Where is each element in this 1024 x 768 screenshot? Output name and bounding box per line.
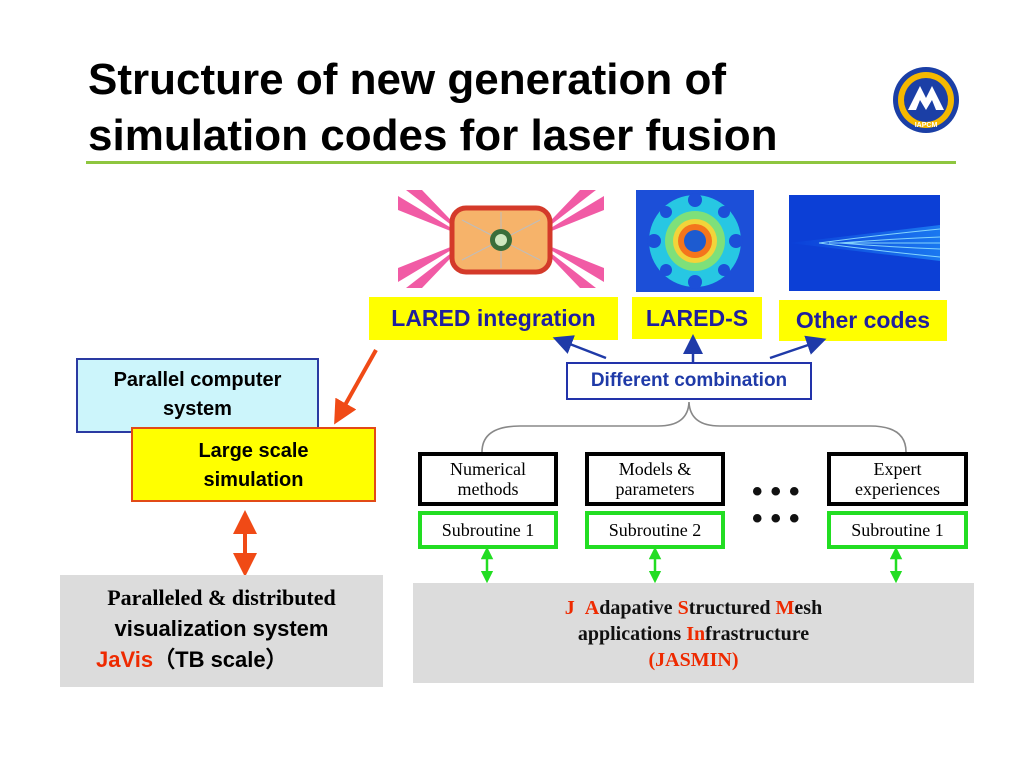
other-codes-simulation-image xyxy=(789,195,940,291)
tb-scale-label: TB scale xyxy=(175,647,266,672)
red-arrow-to-large-scale xyxy=(334,349,378,425)
jasmin-line-2: applications Infrastructure xyxy=(413,621,974,647)
models-parameters-box: Models &parameters xyxy=(585,452,725,506)
module-1-line-1: Numerical xyxy=(450,459,526,479)
jasmin-a-rest: dapative xyxy=(599,597,678,619)
javis-label: JaVis xyxy=(96,647,154,672)
other-codes-label: Other codes xyxy=(779,300,947,341)
jasmin-m-rest: esh xyxy=(794,597,823,619)
parallel-computer-line-1: Parallel computer xyxy=(113,369,282,391)
logo-text: IAPCM xyxy=(915,122,938,129)
visualization-box: Paralleled & distributed visualization s… xyxy=(60,575,383,687)
module-3-line-2: experiences xyxy=(855,479,940,499)
parallel-computer-line-2: system xyxy=(163,398,232,420)
jasmin-applications: applications xyxy=(577,623,687,645)
paren-close: ） xyxy=(265,647,288,672)
module-3-line-1: Expert xyxy=(873,459,922,479)
ellipsis-bottom: ••• xyxy=(752,502,808,535)
subroutine-2-box: Subroutine 2 xyxy=(585,511,725,549)
jasmin-frastructure: frastructure xyxy=(705,623,810,645)
jasmin-box: J Adapative Structured Mesh applications… xyxy=(413,583,974,683)
combination-bracket xyxy=(481,401,907,453)
module-2-line-2: parameters xyxy=(615,479,695,499)
arrow-to-lared-integration xyxy=(552,335,607,360)
jasmin-in: In xyxy=(686,623,706,645)
subroutine-1-box: Subroutine 1 xyxy=(418,511,558,549)
paren-open: （ xyxy=(153,647,176,672)
large-scale-line-2: simulation xyxy=(203,469,304,491)
subroutine-3-box: Subroutine 1 xyxy=(827,511,968,549)
lared-integration-label: LARED integration xyxy=(369,297,618,340)
arrow-to-other-codes xyxy=(769,335,827,360)
title-line-2: simulation codes for laser fusion xyxy=(88,111,778,160)
jasmin-line-1: J Adapative Structured Mesh xyxy=(413,595,974,621)
large-scale-simulation-box: Large scale simulation xyxy=(131,427,376,502)
jasmin-j: J xyxy=(564,597,575,619)
jasmin-acronym: (JASMIN) xyxy=(648,649,739,671)
large-scale-line-1: Large scale xyxy=(198,440,309,462)
title-divider xyxy=(86,161,956,164)
iapcm-logo-icon: IAPCM xyxy=(893,67,959,133)
different-combination-box: Different combination xyxy=(566,362,812,400)
module-1-line-2: methods xyxy=(457,479,519,499)
visualization-line-2: visualization system xyxy=(114,616,329,641)
ellipsis-top: ••• xyxy=(752,475,808,508)
jasmin-a: A xyxy=(584,597,600,619)
visualization-line-3: JaVis（TB scale） xyxy=(60,645,383,675)
laser-target-image xyxy=(398,190,604,288)
jasmin-s-rest: tructured xyxy=(688,597,776,619)
visualization-line-1: Paralleled & distributed xyxy=(107,585,336,610)
title-line-1: Structure of new generation of xyxy=(88,55,727,104)
module-2-line-1: Models & xyxy=(618,459,692,479)
jasmin-m: M xyxy=(775,597,795,619)
page-title: Structure of new generation of simulatio… xyxy=(88,52,908,164)
parallel-computer-box: Parallel computer system xyxy=(76,358,319,433)
lared-s-simulation-image xyxy=(636,190,754,292)
jasmin-s: S xyxy=(677,597,689,619)
lared-s-label: LARED-S xyxy=(632,297,762,339)
